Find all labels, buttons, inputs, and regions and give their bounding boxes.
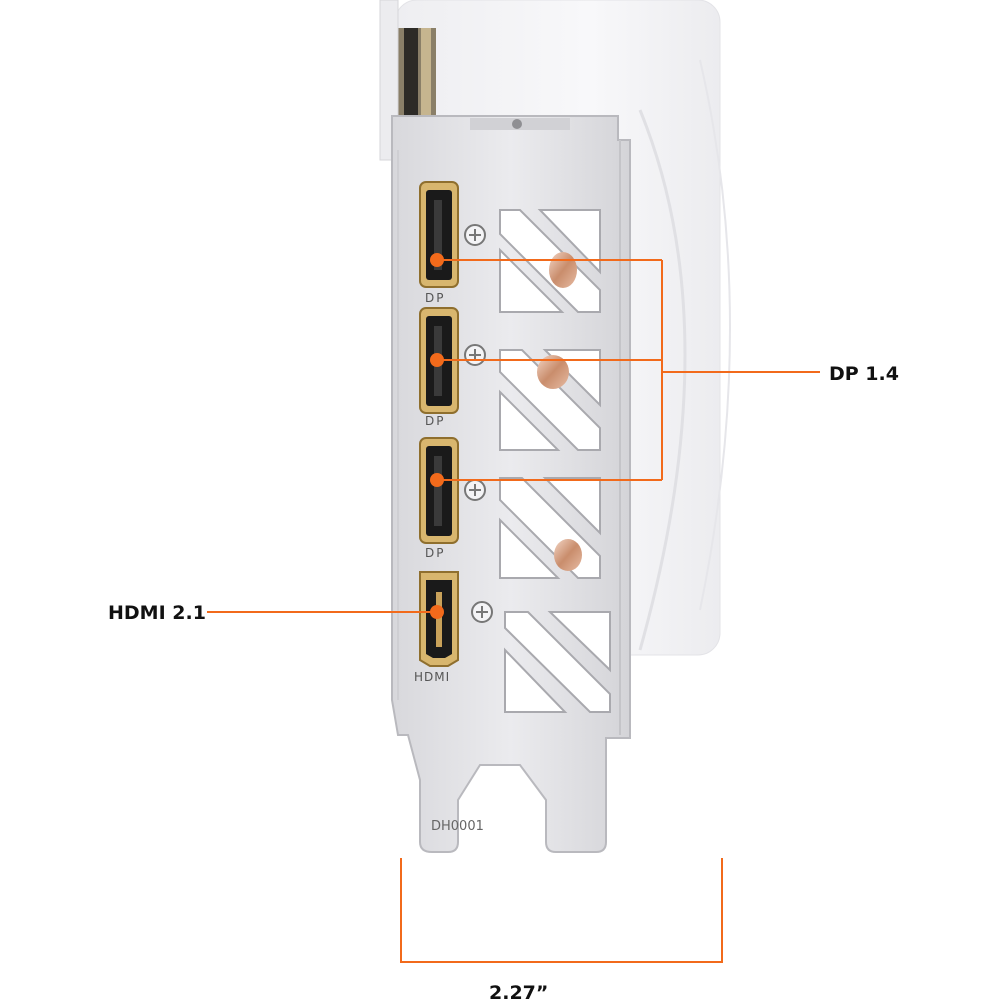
displayport-3 [419, 437, 459, 544]
hdmi-callout-label: HDMI 2.1 [108, 602, 206, 624]
hdmi-callout-line [207, 605, 444, 619]
width-dimension-line [400, 858, 723, 963]
bracket-part-number: DH0001 [431, 819, 484, 834]
dp-marking-2: DP [425, 414, 445, 428]
dp-callout-label: DP 1.4 [829, 363, 899, 385]
dp-callout-lines [437, 259, 820, 481]
hdmi-marking: HDMI [414, 670, 450, 684]
displayport-1 [419, 181, 459, 288]
dp-marking-1: DP [425, 291, 445, 305]
width-callout-label: 2.27” [489, 982, 549, 1004]
vent-grille [499, 209, 611, 713]
dp-callout-dots [430, 253, 444, 487]
dp-marking-3: DP [425, 546, 445, 560]
hdmi-port [419, 571, 459, 667]
